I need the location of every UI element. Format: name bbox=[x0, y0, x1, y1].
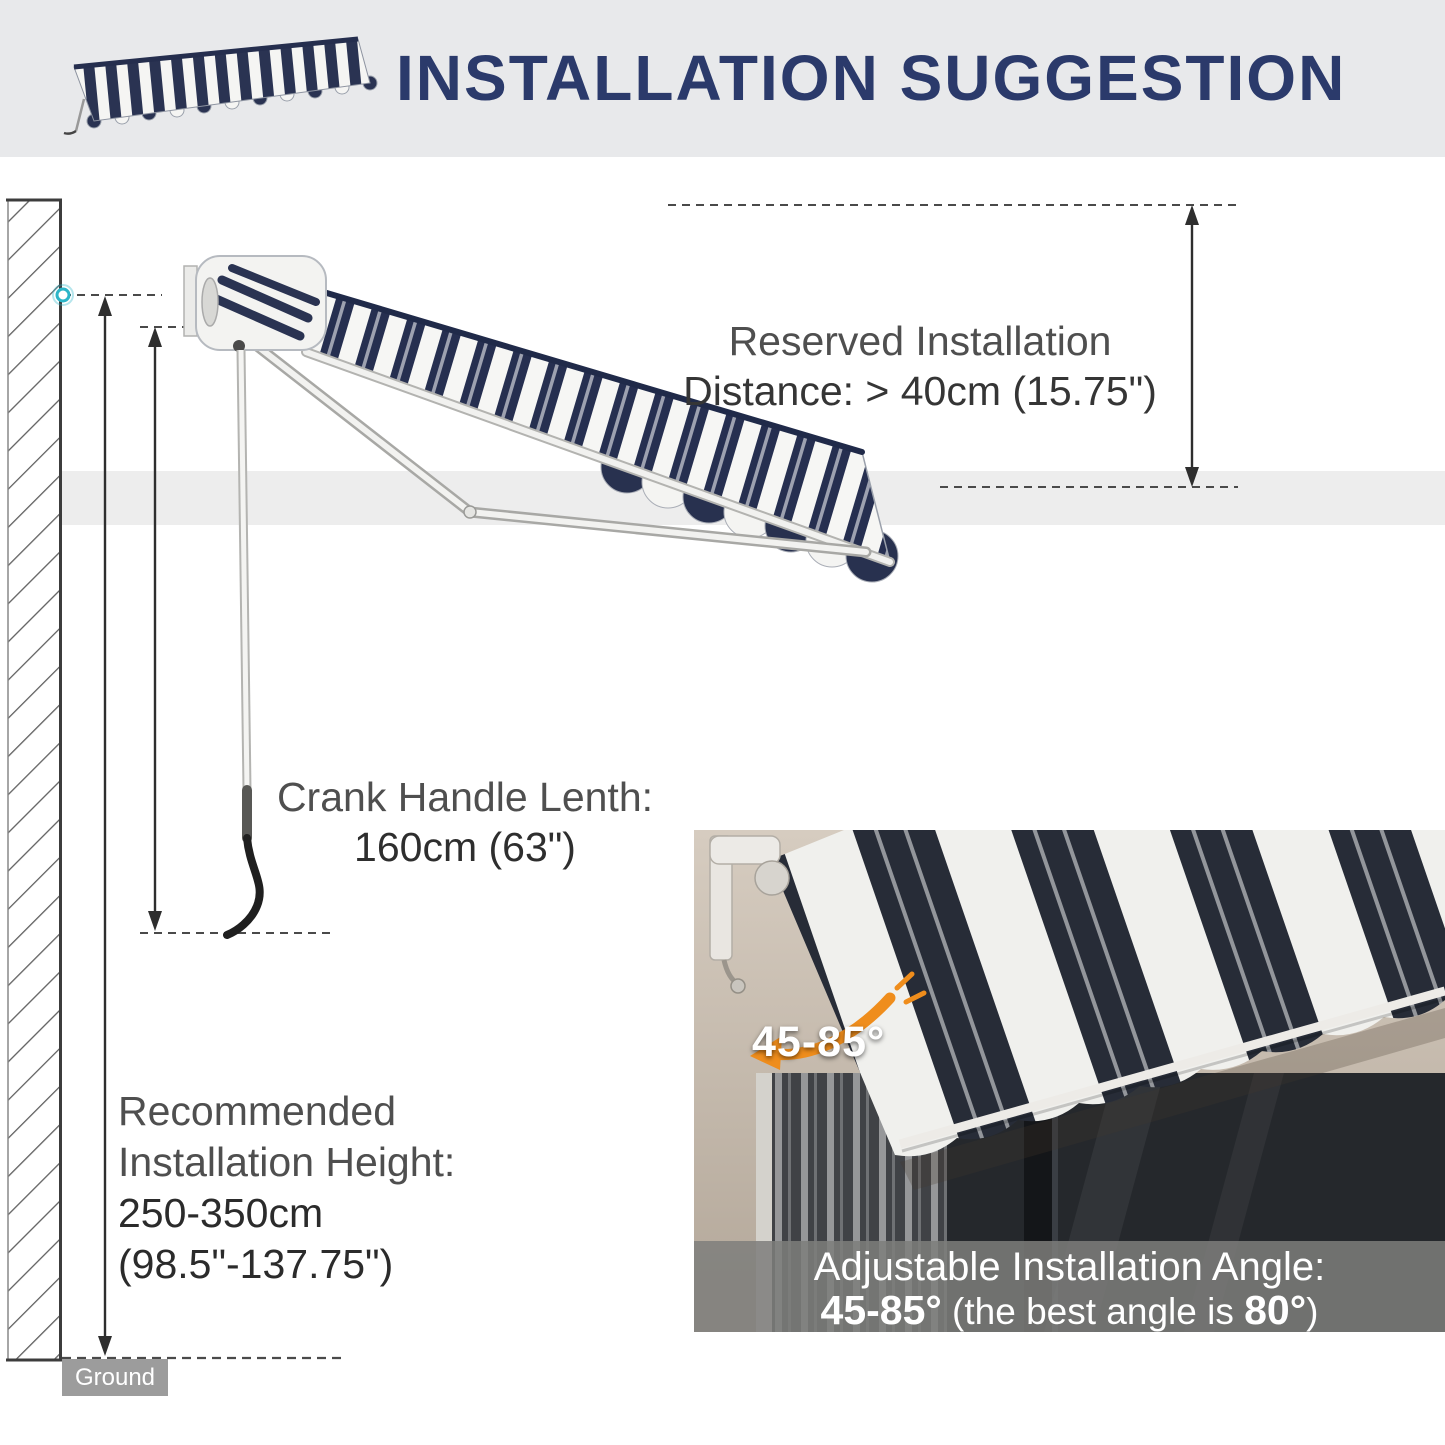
photo-window bbox=[756, 1073, 1445, 1332]
header-band: INSTALLATION SUGGESTION bbox=[0, 0, 1445, 157]
crank-handle bbox=[223, 340, 264, 939]
angle-caption-end: ) bbox=[1306, 1291, 1319, 1332]
photo-mounting-bracket bbox=[709, 835, 790, 994]
height-line3: 250-350cm bbox=[118, 1190, 324, 1236]
angle-range-label: 45-85° bbox=[752, 1018, 886, 1066]
mount-point-marker bbox=[52, 284, 74, 306]
installation-angle-photo: 45-85° Adjustable Installation Angle: 45… bbox=[694, 830, 1445, 1332]
height-measure-arrow bbox=[98, 296, 112, 1356]
crank-measure-arrow bbox=[148, 327, 162, 931]
reserved-distance-note: Reserved Installation Distance: > 40cm (… bbox=[620, 316, 1220, 416]
crank-length-label: Crank Handle Lenth: bbox=[276, 774, 654, 820]
angle-caption-best: 80° bbox=[1244, 1287, 1307, 1332]
angle-arc-icon bbox=[750, 971, 927, 1070]
crank-length-note: Crank Handle Lenth: 160cm (63") bbox=[250, 772, 680, 872]
angle-caption-bar: Adjustable Installation Angle: 45-85° (t… bbox=[694, 1241, 1445, 1332]
angle-caption-line2: 45-85° (the best angle is 80°) bbox=[694, 1289, 1445, 1332]
angle-caption-range: 45-85° bbox=[820, 1287, 942, 1332]
wall-cross-section bbox=[6, 198, 62, 1362]
photo-awning-fabric bbox=[770, 830, 1445, 1157]
height-line2: Installation Height: bbox=[118, 1139, 456, 1185]
installation-height-note: Recommended Installation Height: 250-350… bbox=[118, 1086, 455, 1290]
height-line1: Recommended bbox=[118, 1088, 397, 1134]
reserved-distance-line1: Reserved Installation bbox=[728, 318, 1112, 364]
height-line4: (98.5"-137.75") bbox=[118, 1241, 394, 1287]
angle-caption-mid: (the best angle is bbox=[941, 1291, 1245, 1332]
awning-illustration bbox=[183, 255, 899, 939]
ground-label: Ground bbox=[62, 1359, 168, 1396]
awning-arm bbox=[246, 336, 872, 558]
page-title: INSTALLATION SUGGESTION bbox=[396, 42, 1347, 114]
angle-caption-line1: Adjustable Installation Angle: bbox=[813, 1245, 1326, 1289]
awning-thumbnail-icon bbox=[63, 36, 378, 135]
crank-length-value: 160cm (63") bbox=[354, 824, 576, 870]
awning-shadow bbox=[900, 1008, 1445, 1190]
reserved-distance-line2: Distance: > 40cm (15.75") bbox=[683, 368, 1157, 414]
distance-measure-arrow bbox=[1185, 205, 1199, 487]
awning-cassette bbox=[183, 255, 327, 351]
